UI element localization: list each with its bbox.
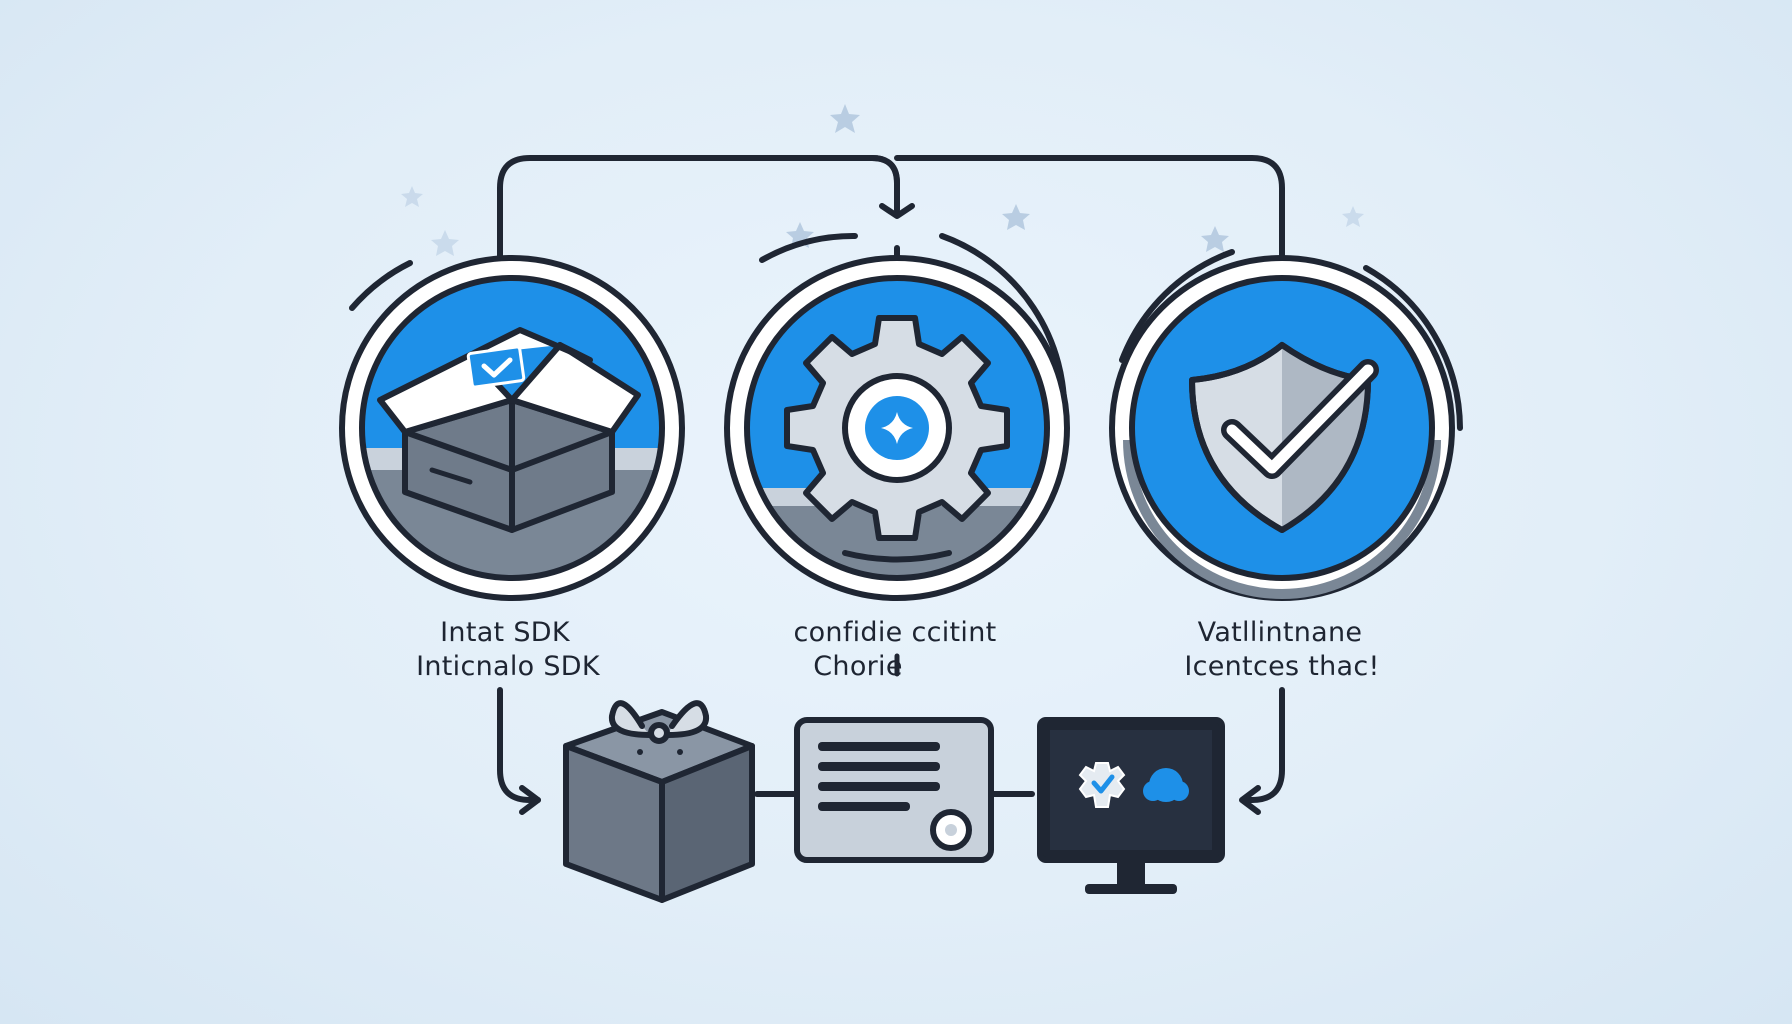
lower-connectors	[497, 653, 1285, 815]
sparkle-icon	[431, 230, 459, 256]
config-card-icon	[794, 717, 994, 863]
step-validate	[1109, 249, 1463, 601]
sparkle-icon	[881, 412, 913, 444]
top-connector	[497, 155, 1285, 275]
sparkle-icon	[1002, 204, 1030, 230]
cloud-icon	[1143, 768, 1189, 802]
step-labels: Intat SDK Inticnalo SDK confidie ccitint…	[416, 617, 1379, 682]
decorative-sparkles	[401, 104, 1364, 256]
step-validate-label-1: Vatllintnane	[1198, 617, 1363, 648]
sparkle-icon	[1342, 206, 1364, 227]
sparkle-icon	[1201, 226, 1229, 252]
right-down-arrow	[1241, 687, 1285, 803]
check-badge-icon	[466, 345, 526, 389]
left-down-arrow	[497, 687, 541, 803]
step-install-label-2: Inticnalo SDK	[416, 651, 601, 682]
gear-icon	[1078, 762, 1126, 808]
step-configure-label-1: confidie ccitint	[793, 617, 996, 648]
step-validate-label-2: Icentces thac!	[1184, 651, 1379, 682]
sparkle-icon	[830, 104, 860, 133]
step-install	[339, 255, 685, 601]
monitor-icon	[1037, 717, 1225, 894]
shield-check-icon	[1189, 342, 1379, 533]
sparkle-icon	[401, 186, 423, 207]
gear-icon	[784, 315, 1010, 541]
package-box-icon	[563, 700, 755, 903]
step-install-label-1: Intat SDK	[440, 617, 571, 648]
top-arrow	[879, 203, 915, 219]
step-configure-label-2: Chorie	[813, 651, 903, 682]
step-configure	[724, 232, 1070, 601]
